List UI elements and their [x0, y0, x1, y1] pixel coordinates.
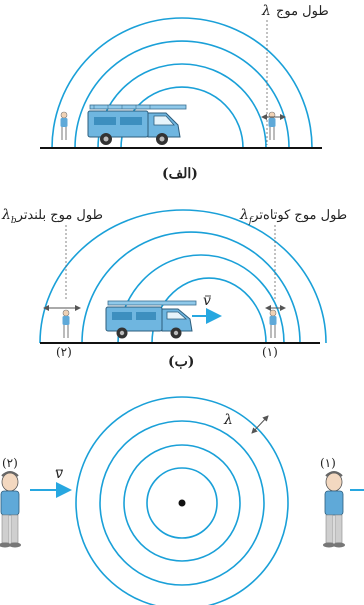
panel-c [0, 396, 364, 605]
wavefront-b-1 [39, 209, 327, 344]
wavefront-b-2 [81, 231, 301, 344]
short-lambda-symbol: λ [240, 207, 249, 223]
panel-b [39, 209, 327, 344]
observer-left-b [62, 309, 70, 338]
fire-truck-a [87, 104, 187, 145]
observer-right-b [269, 309, 277, 338]
wavefront-c-3 [123, 444, 241, 562]
observer-right-c [323, 471, 345, 548]
short-wavelength-text: طول موج کوتاه‌تر [252, 208, 348, 223]
observer-left-label-c: (۲) [2, 456, 18, 470]
wavelength-arrow-c [251, 415, 269, 434]
caption-a: (الف) [162, 166, 198, 182]
observer-right-a [268, 111, 276, 140]
wavefront-c-2 [99, 420, 265, 586]
wavefront-a-2 [74, 40, 290, 149]
observer-left-c [0, 471, 21, 548]
wavefront-c-1 [75, 396, 289, 605]
observer-right-label-b: (۱) [262, 345, 278, 359]
long-wavelength-label-b: λbطول موج بلندتر [2, 204, 103, 226]
fire-truck-b [105, 300, 197, 339]
wavefront-c-4 [146, 467, 218, 539]
wavelength-text-a: طول موج [275, 4, 329, 19]
source-dot [178, 499, 186, 507]
wavelength-label-a: λ طول موج [262, 0, 329, 19]
lambda-symbol-a: λ [262, 3, 271, 19]
observer-right-label-c: (۱) [320, 456, 336, 470]
lambda-symbol-c: λ [224, 412, 233, 428]
long-lambda-subscript: b [10, 216, 17, 227]
panel-c-wavefronts [75, 396, 289, 605]
velocity-symbol-c: v [55, 466, 63, 482]
wavefront-a-3 [97, 63, 267, 149]
wavefront-a-1 [51, 17, 313, 149]
short-wavelength-label-b: λfطول موج کوتاه‌تر [240, 204, 347, 226]
long-lambda-symbol: λ [2, 207, 11, 223]
long-wavelength-text: طول موج بلندتر [16, 208, 103, 223]
caption-b: (ب) [168, 354, 195, 370]
panel-a [40, 17, 322, 149]
short-lambda-subscript: f [248, 216, 253, 227]
observer-left-a [60, 111, 68, 140]
velocity-symbol-b: v [203, 293, 211, 309]
observer-left-label-b: (۲) [56, 345, 72, 359]
